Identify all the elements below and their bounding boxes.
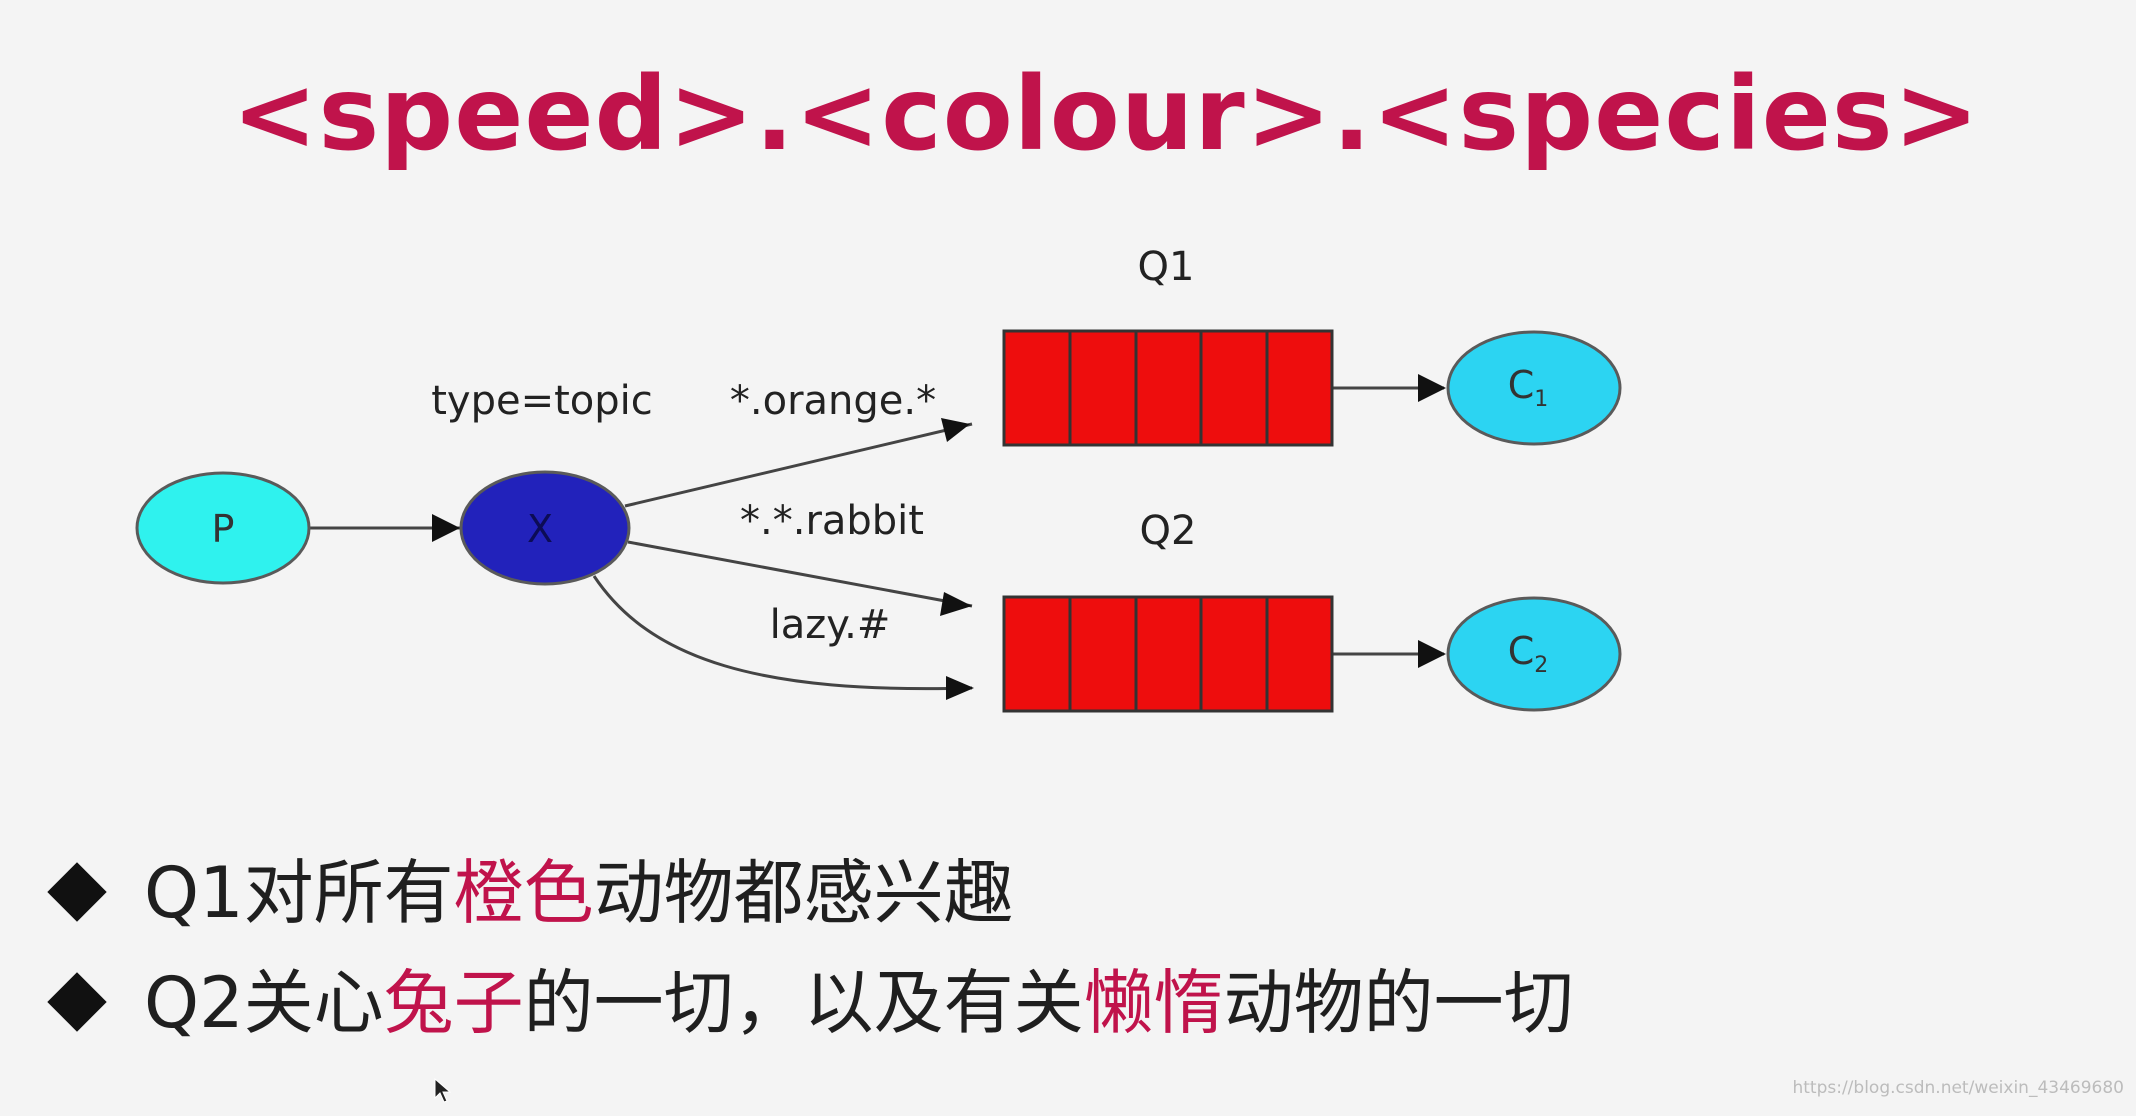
arrowhead-icon (941, 418, 970, 442)
consumer-c1-node (1446, 330, 1622, 446)
highlight-text: 橙色 (453, 852, 594, 934)
highlight-text: 兔子 (383, 962, 524, 1044)
watermark: https://blog.csdn.net/weixin_43469680 (1792, 1078, 2124, 1098)
exchange-node (459, 470, 631, 586)
arrowhead-icon (432, 514, 460, 542)
binding-edge-orange (624, 422, 973, 508)
bullet-text: 的一切，以及有关 (523, 962, 1084, 1044)
binding-edge-rabbit (627, 540, 973, 608)
consumer-c1-label: C1 (1508, 363, 1549, 412)
page-title: <speed>.<colour>.<species> (232, 55, 1981, 174)
exchange-label: X (527, 507, 553, 551)
bullet-text: Q2关心 (144, 962, 384, 1044)
diamond-bullet-icon (47, 972, 107, 1032)
bullet-item-q2: Q2关心兔子的一切，以及有关懒惰动物的一切 (40, 948, 1574, 1058)
bullet-text: Q1对所有 (144, 852, 454, 934)
diamond-bullet-icon (47, 862, 107, 922)
binding-key-lazy: lazy.# (770, 602, 891, 648)
arrowhead-icon (1418, 640, 1446, 668)
binding-key-orange: *.orange.* (730, 378, 936, 424)
queue-q1-label: Q1 (1138, 244, 1195, 290)
arrowhead-icon (1418, 374, 1446, 402)
consumer-c2-label: C2 (1508, 629, 1549, 678)
mouse-pointer-icon (434, 1078, 452, 1103)
bullet-list: Q1对所有橙色动物都感兴趣 Q2关心兔子的一切，以及有关懒惰动物的一切 (40, 838, 1574, 1058)
bullet-text: 动物的一切 (1223, 962, 1574, 1044)
queue-q2 (1002, 595, 1334, 713)
arrowhead-icon (940, 592, 972, 616)
producer-label: P (212, 507, 235, 551)
binding-key-rabbit: *.*.rabbit (740, 498, 924, 544)
consumer-c2-node (1446, 596, 1622, 712)
arrowhead-icon (946, 676, 974, 700)
exchange-type-label: type=topic (431, 378, 653, 424)
bullet-item-q1: Q1对所有橙色动物都感兴趣 (40, 838, 1574, 948)
binding-edge-lazy (592, 575, 973, 691)
queue-q2-label: Q2 (1140, 508, 1197, 554)
producer-node (135, 471, 311, 585)
bullet-text: 动物都感兴趣 (593, 852, 1014, 934)
highlight-text: 懒惰 (1083, 962, 1224, 1044)
queue-q1 (1002, 329, 1334, 447)
